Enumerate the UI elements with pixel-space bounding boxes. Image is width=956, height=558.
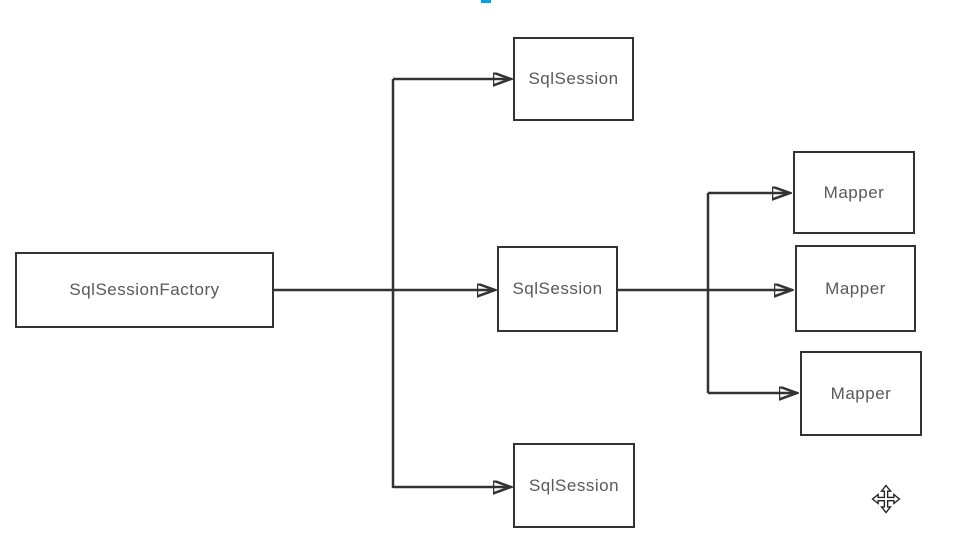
node-mapper-3[interactable]: Mapper xyxy=(800,351,922,436)
node-label: Mapper xyxy=(823,182,885,202)
node-label: Mapper xyxy=(830,383,892,403)
node-mapper-2[interactable]: Mapper xyxy=(795,245,916,332)
node-sqlsession-middle[interactable]: SqlSession xyxy=(497,246,618,332)
node-mapper-1[interactable]: Mapper xyxy=(793,151,915,234)
node-label: SqlSession xyxy=(528,475,620,495)
node-label: SqlSession xyxy=(512,279,603,298)
node-label: SqlSession xyxy=(528,69,619,88)
node-sqlsessionfactory[interactable]: SqlSessionFactory xyxy=(15,252,274,328)
node-label: Mapper xyxy=(825,278,886,298)
move-icon xyxy=(871,484,901,514)
node-sqlsession-bottom[interactable]: SqlSession xyxy=(513,443,635,528)
node-sqlsession-top[interactable]: SqlSession xyxy=(513,37,634,121)
node-label: SqlSessionFactory xyxy=(69,280,220,299)
accent-dash xyxy=(481,0,491,3)
